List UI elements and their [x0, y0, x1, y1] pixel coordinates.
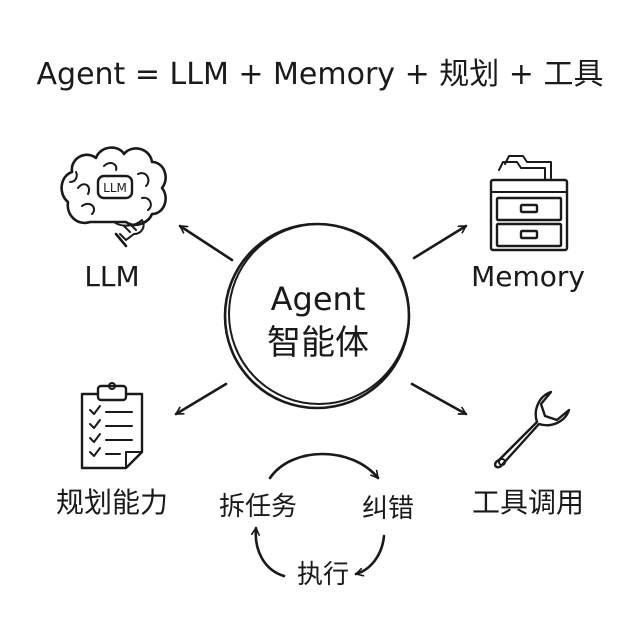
arrow-to-llm — [178, 224, 234, 262]
center-label-zh: 智能体 — [267, 323, 369, 363]
memory-label: Memory — [471, 260, 585, 293]
task-cycle: 拆任务 纠错 执行 — [219, 452, 414, 590]
cycle-correct-label: 纠错 — [362, 494, 414, 524]
center-node: Agent 智能体 — [223, 222, 411, 410]
file-cabinet-icon — [489, 155, 569, 252]
arrow-to-tools — [410, 382, 468, 416]
cycle-arrow-top — [268, 452, 380, 480]
cycle-execute-label: 执行 — [297, 560, 349, 590]
center-label-en: Agent — [271, 280, 366, 318]
cycle-decompose-label: 拆任务 — [219, 492, 297, 522]
connector-arrows — [174, 224, 468, 416]
brain-icon: LLM — [60, 146, 167, 248]
planning-label: 规划能力 — [56, 486, 168, 519]
cycle-arrow-left — [256, 526, 286, 578]
page-title: Agent = LLM + Memory + 规划 + 工具 — [37, 57, 604, 92]
cycle-arrow-right — [354, 534, 386, 574]
wrench-icon — [493, 390, 571, 469]
llm-label: LLM — [84, 260, 139, 293]
clipboard-checklist-icon — [80, 382, 144, 470]
arrow-to-memory — [412, 224, 468, 260]
tools-label: 工具调用 — [472, 486, 584, 519]
brain-badge-label: LLM — [103, 181, 127, 195]
arrow-to-planning — [174, 382, 228, 416]
